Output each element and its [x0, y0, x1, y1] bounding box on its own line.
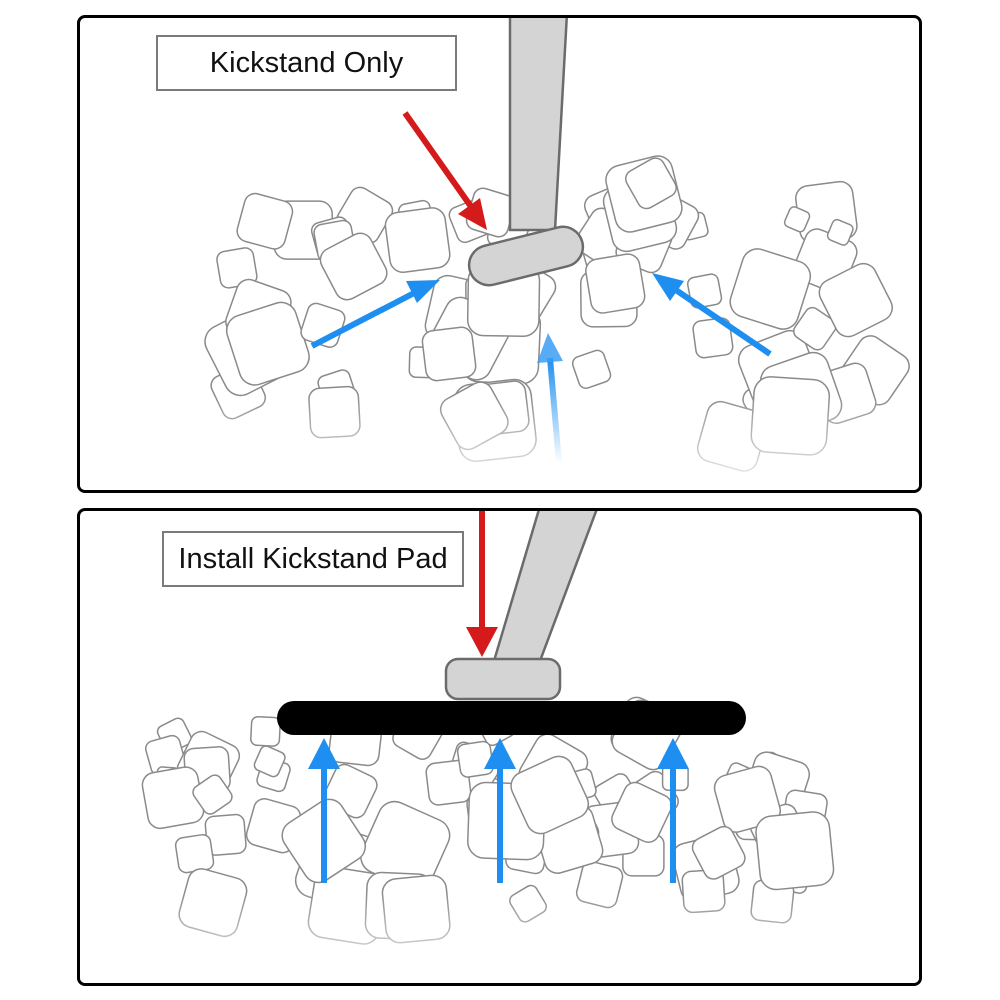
rock	[783, 206, 811, 233]
ground-force-arrow-left	[310, 280, 440, 349]
rock	[250, 715, 281, 747]
kickstand-icon	[444, 511, 598, 701]
panel-kickstand-only: Kickstand Only	[77, 15, 922, 493]
rock	[826, 218, 854, 246]
kickstand-icon	[467, 18, 585, 287]
rock	[236, 192, 294, 250]
panel-install-kickstand-pad: Install Kickstand Pad	[77, 508, 922, 986]
panel-title-install-kickstand-pad: Install Kickstand Pad	[162, 531, 464, 587]
downforce-arrow	[466, 511, 498, 657]
rock	[253, 745, 286, 778]
kickstand-only-illustration	[80, 18, 919, 490]
kickstand-pad-illustration	[80, 511, 919, 983]
gravel-fade	[80, 268, 919, 490]
ground-force-arrow-right	[657, 738, 689, 883]
kickstand-pad-icon	[277, 701, 746, 735]
ground-force-arrow-right	[652, 273, 772, 357]
rock	[456, 740, 494, 778]
downforce-arrow	[402, 111, 487, 230]
rock	[625, 157, 677, 210]
rock	[425, 759, 472, 806]
ground-force-arrow-center	[537, 333, 563, 464]
ground-force-arrow-left	[308, 738, 340, 883]
panel-title-kickstand-only: Kickstand Only	[156, 35, 457, 91]
rock	[384, 207, 451, 274]
rock	[192, 774, 233, 815]
ground-force-arrow-center	[484, 738, 516, 883]
